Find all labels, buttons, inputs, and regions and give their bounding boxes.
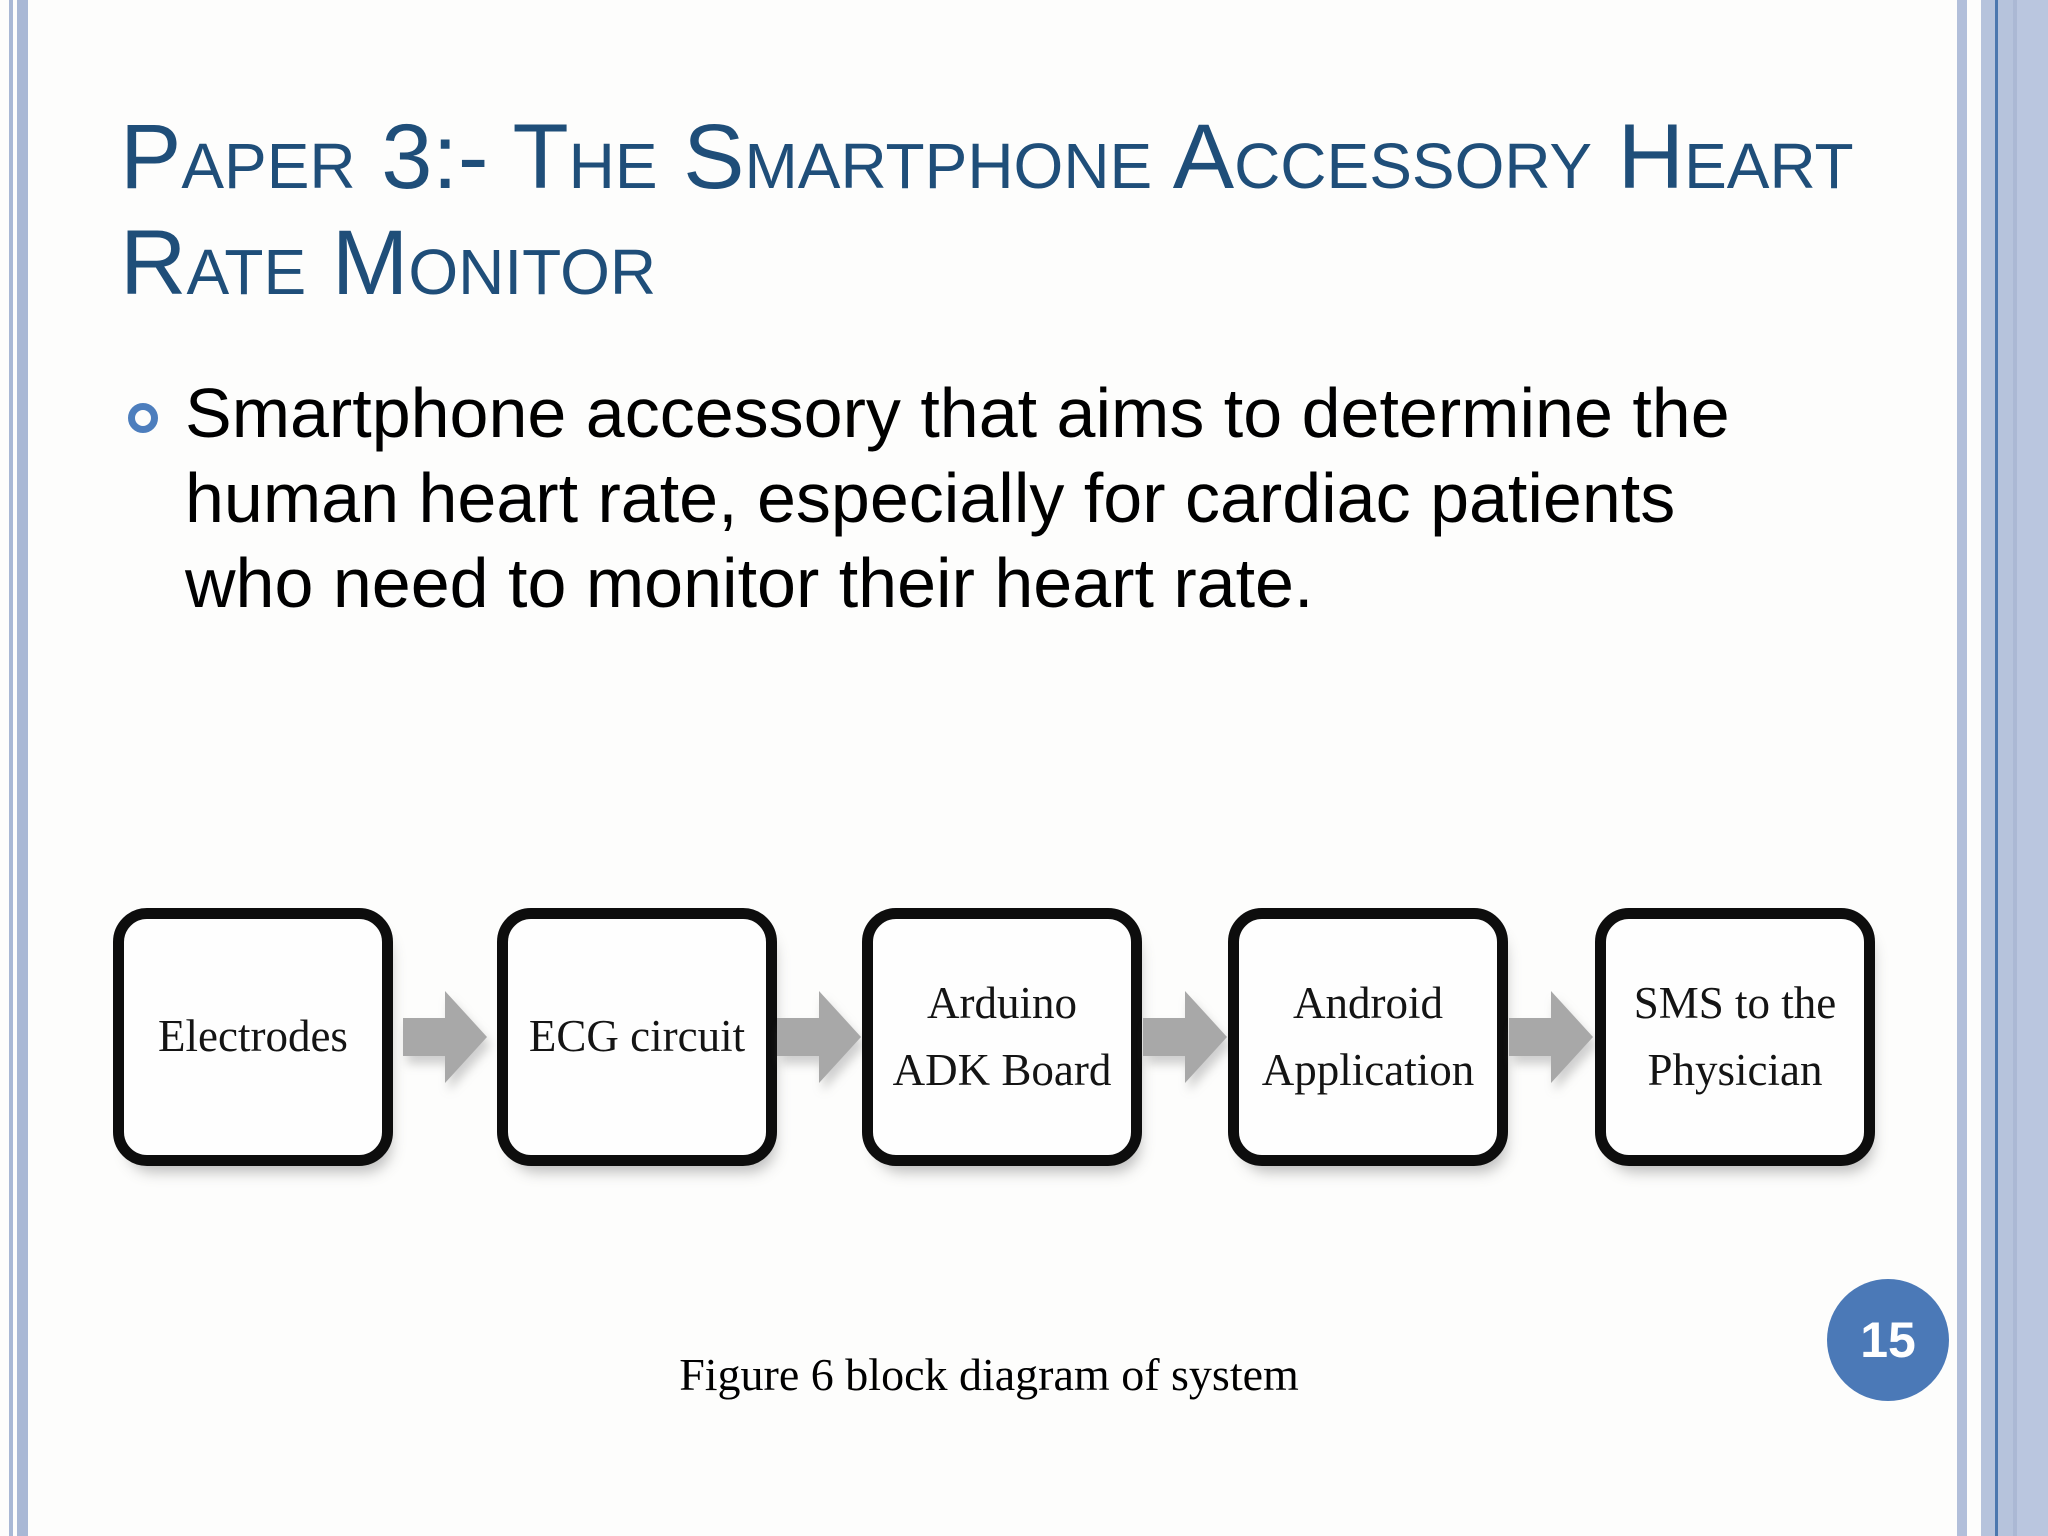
right-border-thin-stripe <box>1957 0 1967 1536</box>
arrow-tail <box>1143 1018 1185 1056</box>
arrow-head <box>1551 991 1593 1083</box>
slide-title: Paper 3:- The Smartphone Accessory Heart… <box>120 106 1854 314</box>
diagram-block-label: Arduino ADK Board <box>892 977 1112 1096</box>
page-number-badge: 15 <box>1827 1279 1949 1401</box>
arrow-head <box>819 991 861 1083</box>
diagram-block-label: Android Application <box>1261 977 1475 1096</box>
figure-caption: Figure 6 block diagram of system <box>679 1349 1299 1400</box>
page-number: 15 <box>1860 1312 1916 1368</box>
arrow-tail <box>403 1018 445 1056</box>
left-border-thin-stripe <box>9 0 13 1536</box>
bullet-circle-icon <box>128 403 158 433</box>
arrow-head <box>1185 991 1227 1083</box>
arrow-right-icon <box>403 991 487 1083</box>
diagram-block-sms-to-physician: SMS to the Physician <box>1595 908 1875 1166</box>
arrow-right-icon <box>777 991 861 1083</box>
arrow-right-icon <box>1143 991 1227 1083</box>
diagram-block-label: Electrodes <box>158 1011 348 1062</box>
diagram-block-arduino-adk-board: Arduino ADK Board <box>862 908 1142 1166</box>
diagram-block-electrodes: Electrodes <box>113 908 393 1166</box>
arrow-tail <box>777 1018 819 1056</box>
bullet-text: Smartphone accessory that aims to determ… <box>185 374 1730 622</box>
diagram-block-android-application: Android Application <box>1228 908 1508 1166</box>
arrow-tail <box>1509 1018 1551 1056</box>
left-border-wide-stripe <box>17 0 28 1536</box>
right-border-band-divider <box>2013 0 2017 1536</box>
right-border-band <box>1981 0 2048 1536</box>
right-border-band-outer <box>2017 0 2048 1536</box>
diagram-block-label: ECG circuit <box>528 1011 746 1062</box>
diagram-block-label: SMS to the Physician <box>1633 977 1837 1096</box>
arrow-right-icon <box>1509 991 1593 1083</box>
diagram-block-ecg-circuit: ECG circuit <box>497 908 777 1166</box>
right-border-band-line <box>1995 0 1998 1536</box>
arrow-head <box>445 991 487 1083</box>
